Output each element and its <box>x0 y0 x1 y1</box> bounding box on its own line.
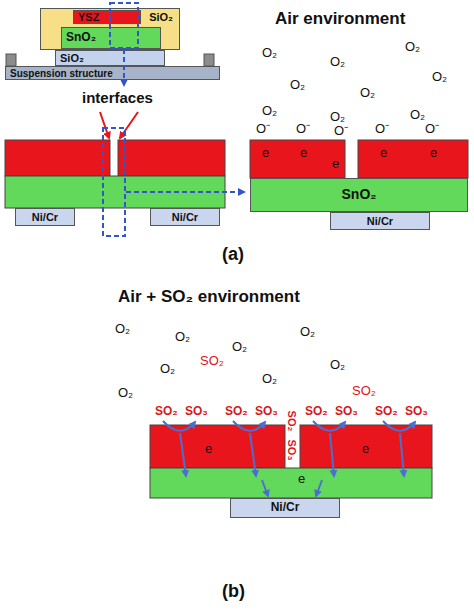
species-label: O⁻ <box>375 122 389 136</box>
electron-arrow <box>262 480 268 496</box>
species-label: SO₂ <box>352 384 376 398</box>
species-label: O₂ <box>290 78 305 92</box>
species-label: SO₂ <box>200 354 224 368</box>
pointer-arrow <box>100 112 109 138</box>
caption-label: interfaces <box>82 90 153 107</box>
sio2-frame: SiO₂ YSZ SnO₂ <box>40 8 180 50</box>
reaction-arrow <box>383 421 415 431</box>
species-label: e <box>298 472 305 486</box>
species-label: e <box>262 146 269 160</box>
species-label: O₂ <box>262 104 277 118</box>
reaction-arrow <box>233 421 265 431</box>
caption-label: Air + SO₂ environment <box>118 288 300 307</box>
electrode-pad: Ni/Cr <box>330 212 430 230</box>
species-label: SO₃ <box>255 405 278 418</box>
species-label: SO₂ <box>286 411 298 432</box>
species-label: O⁻ <box>256 122 270 136</box>
layer-label: YSZ <box>78 11 99 23</box>
ysz-block <box>150 425 285 468</box>
species-label: SO₂ <box>305 405 328 418</box>
species-label: e <box>205 442 212 456</box>
electron-arrow <box>180 433 186 476</box>
ysz-block <box>118 140 225 176</box>
species-label: O⁻ <box>334 124 348 138</box>
ysz-block <box>300 425 432 468</box>
layer-label: SnO₂ <box>66 31 96 44</box>
species-label: O⁻ <box>425 122 439 136</box>
species-label: O₂ <box>330 358 345 372</box>
species-label: O₂ <box>360 86 375 100</box>
electron-arrow <box>330 433 334 476</box>
sno2-layer <box>150 468 432 498</box>
electron-arrow <box>250 433 256 476</box>
species-label: e <box>332 157 339 171</box>
electrode-pad: Ni/Cr <box>230 498 340 518</box>
layer-label: SiO₂ <box>60 52 84 64</box>
species-label: e <box>380 146 387 160</box>
species-label: O⁻ <box>296 122 310 136</box>
support-post <box>204 54 214 66</box>
ysz-block <box>5 140 110 176</box>
species-label: SO₂ <box>155 405 178 418</box>
species-label: O₂ <box>405 40 420 54</box>
sno2-layer: SnO₂ <box>61 27 161 49</box>
sio2-layer: SiO₂ <box>55 50 165 66</box>
species-label: SO₂ <box>225 405 248 418</box>
species-label: O₂ <box>232 340 247 354</box>
species-label: SO₃ <box>185 405 208 418</box>
species-label: e <box>362 442 369 456</box>
species-label: O₂ <box>300 325 315 339</box>
layer-label: SiO₂ <box>149 11 173 23</box>
layer-label: SnO₂ <box>342 187 377 202</box>
species-label: O₂ <box>330 110 345 124</box>
electrode-pad: Ni/Cr <box>15 208 75 226</box>
species-label: SO₃ <box>335 405 358 418</box>
species-label: O₂ <box>160 362 175 376</box>
electron-arrow <box>400 433 404 476</box>
zoom-arrow <box>126 191 244 193</box>
layer-label: Suspension structure <box>10 68 113 79</box>
pointer-arrow <box>120 112 138 138</box>
species-label: e <box>300 146 307 160</box>
species-label: SO₃ <box>405 405 428 418</box>
reaction-arrow <box>163 421 195 431</box>
species-label: SO₃ <box>286 440 298 461</box>
species-label: O₂ <box>432 70 447 84</box>
focus-box <box>103 128 125 236</box>
species-label: O₂ <box>330 55 345 69</box>
support-post <box>6 54 16 66</box>
species-label: (a) <box>222 245 244 265</box>
species-label: O₂ <box>262 372 277 386</box>
sno2-layer <box>5 176 225 208</box>
species-label: e <box>430 146 437 160</box>
ysz-block <box>250 140 345 178</box>
suspension-bar: Suspension structure <box>5 66 220 80</box>
layer-label: Ni/Cr <box>271 501 300 514</box>
species-label: O₂ <box>410 108 425 122</box>
caption-label: Air environment <box>275 10 405 29</box>
layer-label: Ni/Cr <box>172 211 198 223</box>
layer-label: Ni/Cr <box>32 211 58 223</box>
electron-arrow <box>316 480 322 496</box>
sno2-layer: SnO₂ <box>250 178 468 212</box>
ysz-layer: YSZ <box>73 10 141 24</box>
layer-label: Ni/Cr <box>367 215 393 227</box>
species-label: O₂ <box>115 322 130 336</box>
species-label: (b) <box>222 582 245 602</box>
ysz-block <box>358 140 468 178</box>
reaction-arrow <box>313 421 345 431</box>
electrode-pad: Ni/Cr <box>150 208 220 226</box>
species-label: O₂ <box>175 330 190 344</box>
species-label: O₂ <box>262 46 277 60</box>
species-label: SO₂ <box>375 405 398 418</box>
species-label: O₂ <box>118 386 133 400</box>
